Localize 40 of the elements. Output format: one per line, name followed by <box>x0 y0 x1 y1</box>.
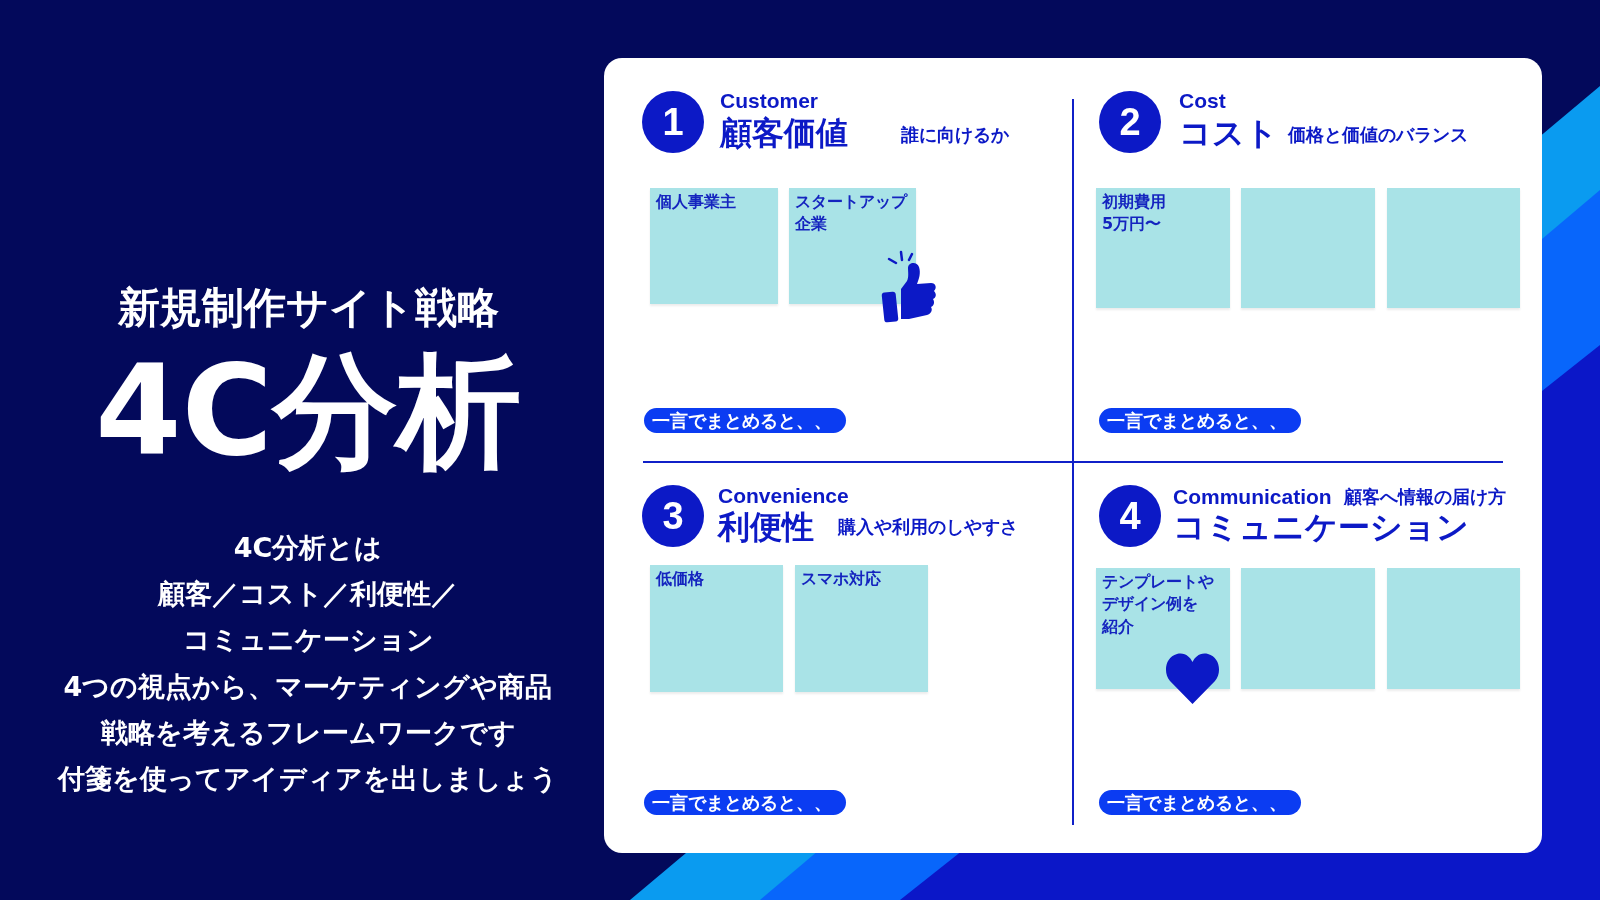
note-text: スマホ対応 <box>801 568 882 590</box>
section-subtitle: 顧客へ情報の届け方 <box>1344 486 1506 508</box>
sticky-note <box>795 565 928 692</box>
sticky-note <box>650 188 778 304</box>
section-subtitle: 誰に向けるか <box>901 124 1009 146</box>
note-text: 低価格 <box>656 568 705 590</box>
note-text: テンプレートやデザイン例を紹介 <box>1102 571 1215 638</box>
summary-prompt-pill: 一言でまとめると、、 <box>644 790 846 815</box>
section-heading: 顧客価値 <box>720 113 848 153</box>
sticky-note <box>1387 188 1520 308</box>
subtitle: 新規制作サイト戦略 <box>117 281 499 334</box>
section-heading-english: Customer <box>720 88 819 114</box>
section-heading: コミュニケーション <box>1173 507 1469 547</box>
sticky-note <box>1241 188 1375 308</box>
summary-prompt-pill: 一言でまとめると、、 <box>644 408 846 433</box>
note-text: スタートアップ企業 <box>795 191 909 236</box>
section-heading: コスト <box>1179 113 1278 153</box>
section-heading-english: Cost <box>1179 88 1226 114</box>
sticky-note <box>1387 568 1520 689</box>
description-line: 戦略を考えるフレームワークです <box>100 716 516 750</box>
section-heading-english: Communication <box>1173 484 1332 510</box>
section-heading: 利便性 <box>718 507 814 547</box>
section-subtitle: 購入や利用のしやすさ <box>838 516 1018 538</box>
sticky-note <box>1096 568 1230 689</box>
sticky-note <box>650 565 783 692</box>
summary-prompt-pill: 一言でまとめると、、 <box>1099 408 1301 433</box>
sticky-note <box>1241 568 1375 689</box>
description-line: コミュニケーション <box>182 623 434 657</box>
note-text: 個人事業主 <box>656 191 737 213</box>
section-heading-english: Convenience <box>718 483 849 509</box>
note-text: 初期費用5万円〜 <box>1102 191 1167 236</box>
summary-prompt-pill: 一言でまとめると、、 <box>1099 790 1301 815</box>
sticky-note <box>1096 188 1230 308</box>
description-line: 顧客／コスト／利便性／ <box>158 577 458 611</box>
sticky-note <box>789 188 916 304</box>
description-line: 4C分析とは <box>233 531 383 565</box>
description-line: 付箋を使ってアイディアを出しましょう <box>58 762 558 796</box>
description-line: 4つの視点から、マーケティングや商品 <box>63 670 553 704</box>
main-title: 4C分析 <box>95 342 521 480</box>
section-subtitle: 価格と価値のバランス <box>1288 124 1468 146</box>
